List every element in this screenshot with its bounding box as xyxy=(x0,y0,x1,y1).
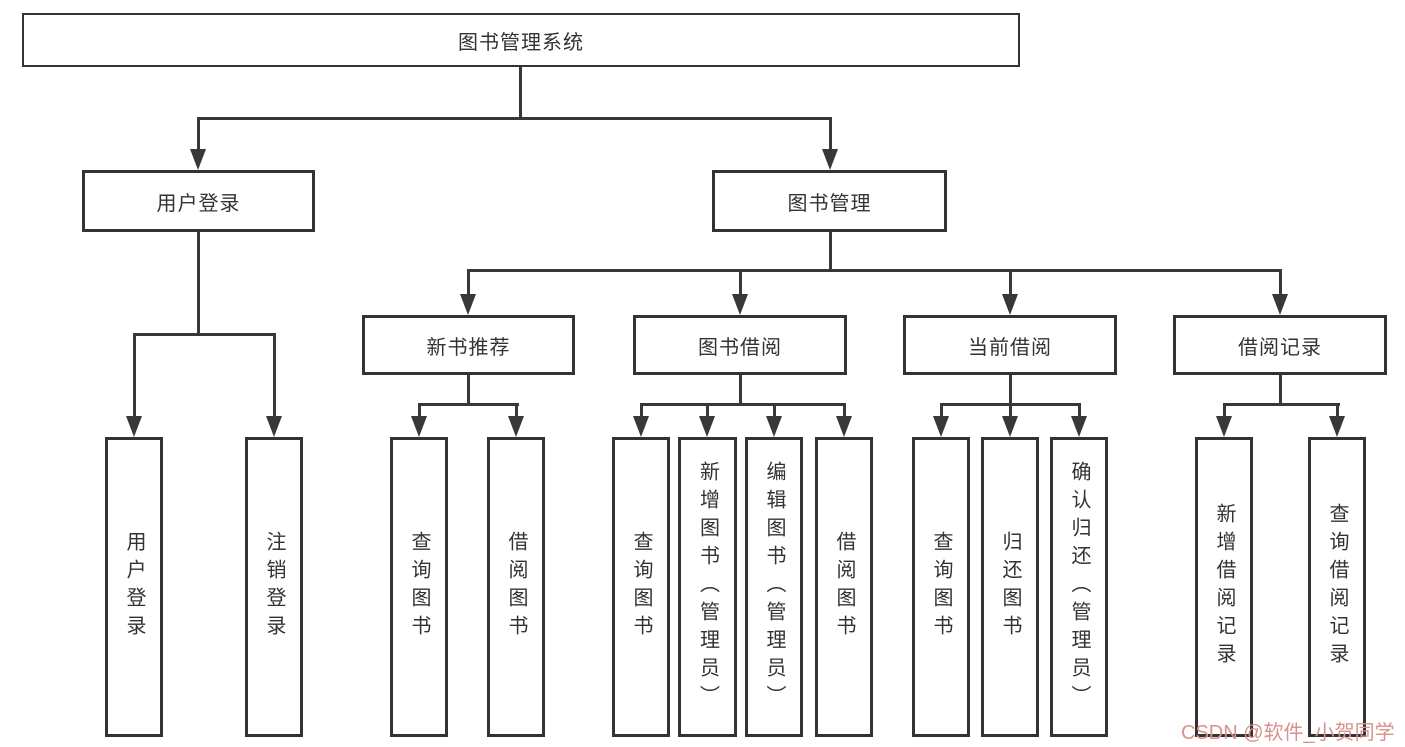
connector-drop-leaf xyxy=(1223,403,1226,418)
node-new-book-rec: 新书推荐 xyxy=(362,315,575,375)
connector-book-mgmt-rail xyxy=(467,269,1282,272)
connector-book-borrow-stem xyxy=(739,375,742,406)
leaf-logout: 注销登录 xyxy=(245,437,303,737)
leaf-label: 借阅图书 xyxy=(833,531,855,643)
leaf-label: 编辑图书（管理员） xyxy=(763,461,785,713)
leaf-query-books-borrow: 查询图书 xyxy=(612,437,670,737)
leaf-label: 确认归还（管理员） xyxy=(1068,461,1090,713)
connector-new-book-rec-rail xyxy=(418,403,519,406)
arrowhead-down-icon xyxy=(1216,416,1232,437)
leaf-borrow-books-rec: 借阅图书 xyxy=(487,437,545,737)
node-book-borrow-label: 图书借阅 xyxy=(698,336,782,359)
connector-borrow-records-stem xyxy=(1279,375,1282,406)
leaf-borrow-books: 借阅图书 xyxy=(815,437,873,737)
leaf-label: 新增图书（管理员） xyxy=(696,461,719,713)
connector-user-login-stem xyxy=(197,232,200,336)
arrowhead-down-icon xyxy=(836,416,852,437)
node-book-mgmt-label: 图书管理 xyxy=(787,192,872,215)
leaf-query-borrow-record: 查询借阅记录 xyxy=(1308,437,1366,737)
arrowhead-down-icon xyxy=(190,149,206,170)
connector-current-borrow-stem xyxy=(1009,375,1012,406)
node-new-book-rec-label: 新书推荐 xyxy=(426,336,511,359)
node-borrow-records: 借阅记录 xyxy=(1173,315,1387,375)
leaf-label: 注销登录 xyxy=(263,531,285,643)
leaf-label: 用户登录 xyxy=(123,531,145,643)
leaf-confirm-return-admin: 确认归还（管理员） xyxy=(1050,437,1108,737)
connector-drop-leaf xyxy=(640,403,643,418)
node-book-borrow: 图书借阅 xyxy=(633,315,847,375)
connector-drop-leaf xyxy=(133,333,136,419)
node-book-mgmt: 图书管理 xyxy=(712,170,947,232)
connector-book-mgmt-stem xyxy=(829,232,832,272)
arrowhead-down-icon xyxy=(933,416,949,437)
connector-root-stem xyxy=(519,67,522,118)
arrowhead-down-icon xyxy=(411,416,427,437)
arrowhead-down-icon xyxy=(266,416,282,437)
leaf-label: 查询图书 xyxy=(930,531,952,643)
connector-book-borrow-rail xyxy=(640,403,846,406)
connector-root-rail xyxy=(197,117,832,120)
arrowhead-down-icon xyxy=(508,416,524,437)
leaf-label: 查询图书 xyxy=(408,531,430,643)
node-borrow-records-label: 借阅记录 xyxy=(1238,336,1322,359)
leaf-user-login: 用户登录 xyxy=(105,437,163,737)
arrowhead-down-icon xyxy=(1071,416,1087,437)
leaf-query-books-rec: 查询图书 xyxy=(390,437,448,737)
node-user-login-label: 用户登录 xyxy=(156,192,241,215)
connector-drop-user-login xyxy=(197,117,200,150)
arrowhead-down-icon xyxy=(732,294,748,315)
leaf-add-borrow-record: 新增借阅记录 xyxy=(1195,437,1253,737)
arrowhead-down-icon xyxy=(822,149,838,170)
connector-drop-leaf xyxy=(1336,403,1339,418)
arrowhead-down-icon xyxy=(1272,294,1288,315)
leaf-label: 查询借阅记录 xyxy=(1326,503,1348,671)
connector-drop-book-borrow xyxy=(739,269,742,296)
connector-drop-borrow-records xyxy=(1279,269,1282,296)
arrowhead-down-icon xyxy=(460,294,476,315)
connector-drop-leaf xyxy=(273,333,276,419)
connector-drop-leaf xyxy=(1078,403,1081,418)
leaf-label: 新增借阅记录 xyxy=(1213,503,1235,671)
leaf-add-books-admin: 新增图书（管理员） xyxy=(678,437,737,737)
connector-drop-book-mgmt xyxy=(829,117,832,150)
connector-borrow-records-rail xyxy=(1223,403,1340,406)
node-current-borrow: 当前借阅 xyxy=(903,315,1117,375)
arrowhead-down-icon xyxy=(1329,416,1345,437)
arrowhead-down-icon xyxy=(126,416,142,437)
connector-drop-leaf xyxy=(843,403,846,418)
connector-user-login-rail xyxy=(133,333,276,336)
node-current-borrow-label: 当前借阅 xyxy=(968,336,1052,359)
node-user-login: 用户登录 xyxy=(82,170,315,232)
csdn-watermark: CSDN @软件_小贺同学 xyxy=(1181,722,1395,744)
leaf-query-books-current: 查询图书 xyxy=(912,437,970,737)
node-root: 图书管理系统 xyxy=(22,13,1020,67)
connector-drop-leaf xyxy=(1009,403,1012,418)
arrowhead-down-icon xyxy=(633,416,649,437)
arrowhead-down-icon xyxy=(766,416,782,437)
connector-drop-leaf xyxy=(706,403,709,418)
leaf-edit-books-admin: 编辑图书（管理员） xyxy=(745,437,803,737)
connector-drop-leaf xyxy=(773,403,776,418)
connector-drop-leaf xyxy=(515,403,518,418)
leaf-return-books: 归还图书 xyxy=(981,437,1039,737)
connector-drop-leaf xyxy=(940,403,943,418)
connector-drop-current-borrow xyxy=(1009,269,1012,296)
connector-drop-new-book-rec xyxy=(467,269,470,296)
leaf-label: 借阅图书 xyxy=(505,531,527,643)
leaf-label: 查询图书 xyxy=(630,531,652,643)
node-root-label: 图书管理系统 xyxy=(458,31,584,54)
leaf-label: 归还图书 xyxy=(999,531,1021,643)
arrowhead-down-icon xyxy=(1002,294,1018,315)
arrowhead-down-icon xyxy=(699,416,715,437)
arrowhead-down-icon xyxy=(1002,416,1018,437)
connector-drop-leaf xyxy=(418,403,421,418)
connector-new-book-rec-stem xyxy=(467,375,470,406)
